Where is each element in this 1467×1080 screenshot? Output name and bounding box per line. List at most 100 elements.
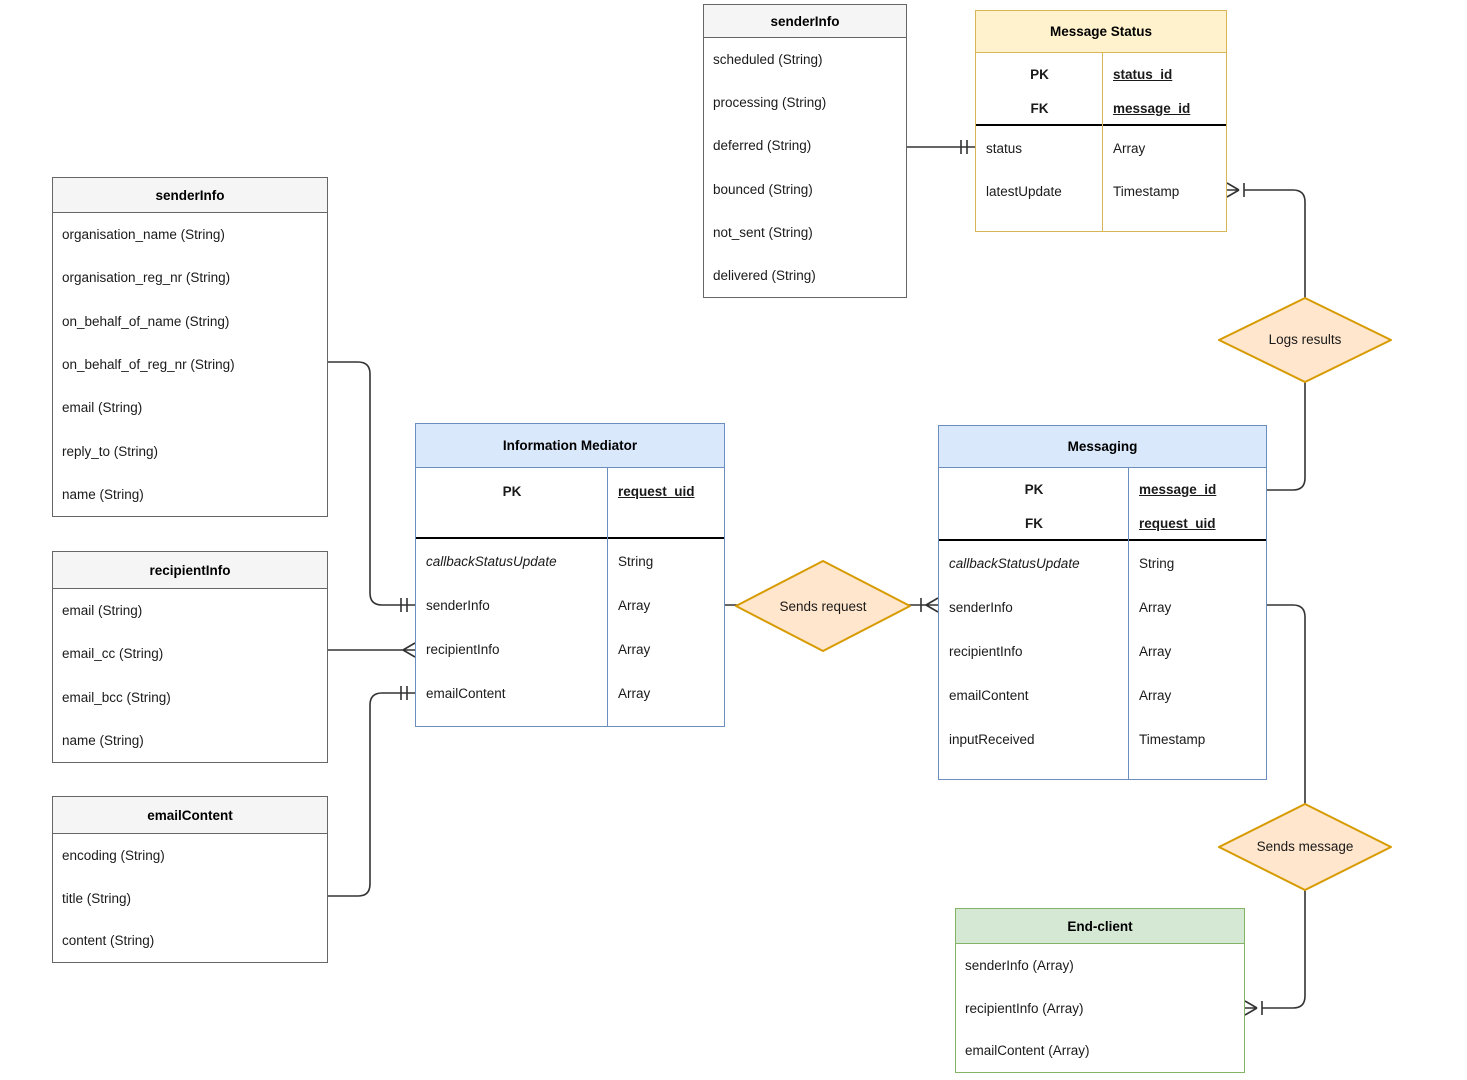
- entity-recipientinfo[interactable]: recipientInfo email (String) email_cc (S…: [52, 551, 328, 763]
- attribute-name: emailContent: [426, 685, 506, 701]
- attribute-row: callbackStatusUpdate String: [416, 539, 724, 583]
- attribute-row: emailContent Array: [939, 673, 1266, 717]
- attribute-type: Array: [1139, 599, 1172, 615]
- attribute-row: name (String): [62, 486, 144, 502]
- cardinality-one-icon: [400, 598, 408, 612]
- attribute-row: email_bcc (String): [62, 689, 171, 705]
- key-field: request_uid: [618, 483, 695, 499]
- entity-title: End-client: [956, 909, 1244, 944]
- attribute-row: senderInfo Array: [939, 585, 1266, 629]
- attribute-type: Timestamp: [1139, 731, 1206, 747]
- cardinality-one-or-many-icon: [1226, 182, 1245, 198]
- cardinality-many-icon: [402, 642, 416, 658]
- cardinality-one-or-many-icon: [1244, 1000, 1263, 1016]
- key-type: PK: [1024, 481, 1044, 497]
- key-field: message_id: [1113, 100, 1191, 116]
- key-field: status_id: [1113, 66, 1173, 82]
- attribute-row: recipientInfo (Array): [965, 1000, 1084, 1016]
- attribute-name: recipientInfo: [949, 643, 1023, 659]
- entity-title: senderInfo: [704, 5, 906, 38]
- attribute-name: callbackStatusUpdate: [949, 555, 1080, 571]
- key-field: request_uid: [1139, 515, 1216, 531]
- connector-statusinfo-to-messagestatus[interactable]: [907, 140, 975, 154]
- relationship-logs-results-diamond[interactable]: [1218, 297, 1392, 383]
- attribute-type: String: [618, 553, 654, 569]
- attribute-row: email (String): [62, 400, 143, 416]
- attribute-row: latestUpdate Timestamp: [976, 170, 1226, 213]
- connector-emailcontent-to-mediator[interactable]: [328, 686, 415, 897]
- attribute-name: status: [986, 141, 1023, 156]
- attribute-row: inputReceived Timestamp: [939, 717, 1266, 761]
- key-type: PK: [502, 483, 522, 499]
- attribute-name: recipientInfo: [426, 641, 500, 657]
- attribute-type: Array: [618, 641, 651, 657]
- relationship-sends-request-diamond[interactable]: [735, 560, 911, 652]
- column-divider: [1127, 468, 1129, 779]
- attribute-type: Array: [1139, 643, 1172, 659]
- key-type: FK: [1030, 100, 1049, 116]
- entity-title: Information Mediator: [416, 424, 724, 468]
- relationship-sends-message-label: Sends message: [1257, 839, 1354, 854]
- key-type: PK: [1030, 66, 1049, 82]
- attribute-type: Array: [1113, 141, 1146, 156]
- attribute-row: title (String): [62, 890, 132, 906]
- attribute-row: callbackStatusUpdate String: [939, 541, 1266, 585]
- attribute-row: senderInfo (Array): [965, 957, 1074, 973]
- entity-messaging[interactable]: Messaging PK message_id FK request_uid c…: [938, 425, 1267, 780]
- attribute-row: encoding (String): [62, 847, 165, 863]
- attribute-row: organisation_reg_nr (String): [62, 270, 231, 286]
- entity-title: Messaging: [939, 426, 1266, 468]
- attribute-row: on_behalf_of_reg_nr (String): [62, 356, 235, 372]
- attribute-row: processing (String): [713, 95, 827, 111]
- relationship-sends-message-diamond[interactable]: [1218, 803, 1392, 891]
- entity-title: senderInfo: [53, 178, 327, 213]
- attribute-row: email_cc (String): [62, 646, 164, 662]
- relationship-logs-results-label: Logs results: [1269, 332, 1342, 347]
- attribute-row: name (String): [62, 732, 144, 748]
- attribute-type: Array: [618, 597, 651, 613]
- entity-status-senderinfo[interactable]: senderInfo scheduled (String) processing…: [703, 4, 907, 298]
- relationship-sends-request-label: Sends request: [779, 599, 866, 614]
- cardinality-one-or-many-icon: [920, 597, 939, 613]
- key-row: PK request_uid: [416, 474, 724, 508]
- entity-title: emailContent: [53, 797, 327, 834]
- attribute-type: Array: [618, 685, 651, 701]
- attribute-name: callbackStatusUpdate: [426, 553, 557, 569]
- column-divider: [1101, 53, 1103, 231]
- entity-title: recipientInfo: [53, 552, 327, 589]
- attribute-row: scheduled (String): [713, 52, 823, 68]
- entity-information-mediator[interactable]: Information Mediator PK request_uid call…: [415, 423, 725, 727]
- attribute-name: latestUpdate: [986, 184, 1062, 199]
- key-row: PK status_id: [976, 57, 1226, 91]
- key-row: FK request_uid: [939, 506, 1266, 540]
- attribute-row: reply_to (String): [62, 443, 159, 459]
- attribute-row: recipientInfo Array: [939, 629, 1266, 673]
- entity-message-status[interactable]: Message Status PK status_id FK message_i…: [975, 10, 1227, 232]
- entity-title: Message Status: [976, 11, 1226, 53]
- entity-senderinfo[interactable]: senderInfo organisation_name (String) or…: [52, 177, 328, 517]
- attribute-row: not_sent (String): [713, 224, 813, 240]
- attribute-name: senderInfo: [949, 599, 1013, 615]
- entity-end-client[interactable]: End-client senderInfo (Array) recipientI…: [955, 908, 1245, 1073]
- cardinality-one-icon: [400, 686, 408, 700]
- connector-senderinfo-to-mediator[interactable]: [328, 361, 415, 612]
- key-type: FK: [1025, 515, 1043, 531]
- attribute-row: content (String): [62, 933, 155, 949]
- key-field: message_id: [1139, 481, 1217, 497]
- key-row: PK message_id: [939, 472, 1266, 506]
- column-divider: [606, 468, 608, 726]
- attribute-type: Timestamp: [1113, 184, 1180, 199]
- attribute-row: bounced (String): [713, 181, 813, 197]
- attribute-name: emailContent: [949, 687, 1029, 703]
- entity-emailcontent[interactable]: emailContent encoding (String) title (St…: [52, 796, 328, 963]
- connector-recipientinfo-to-mediator[interactable]: [328, 642, 416, 658]
- attribute-name: senderInfo: [426, 597, 490, 613]
- attribute-row: recipientInfo Array: [416, 627, 724, 671]
- attribute-row: organisation_name (String): [62, 227, 225, 243]
- attribute-row: deferred (String): [713, 138, 812, 154]
- attribute-row: senderInfo Array: [416, 583, 724, 627]
- attribute-name: inputReceived: [949, 731, 1035, 747]
- attribute-row: emailContent Array: [416, 671, 724, 715]
